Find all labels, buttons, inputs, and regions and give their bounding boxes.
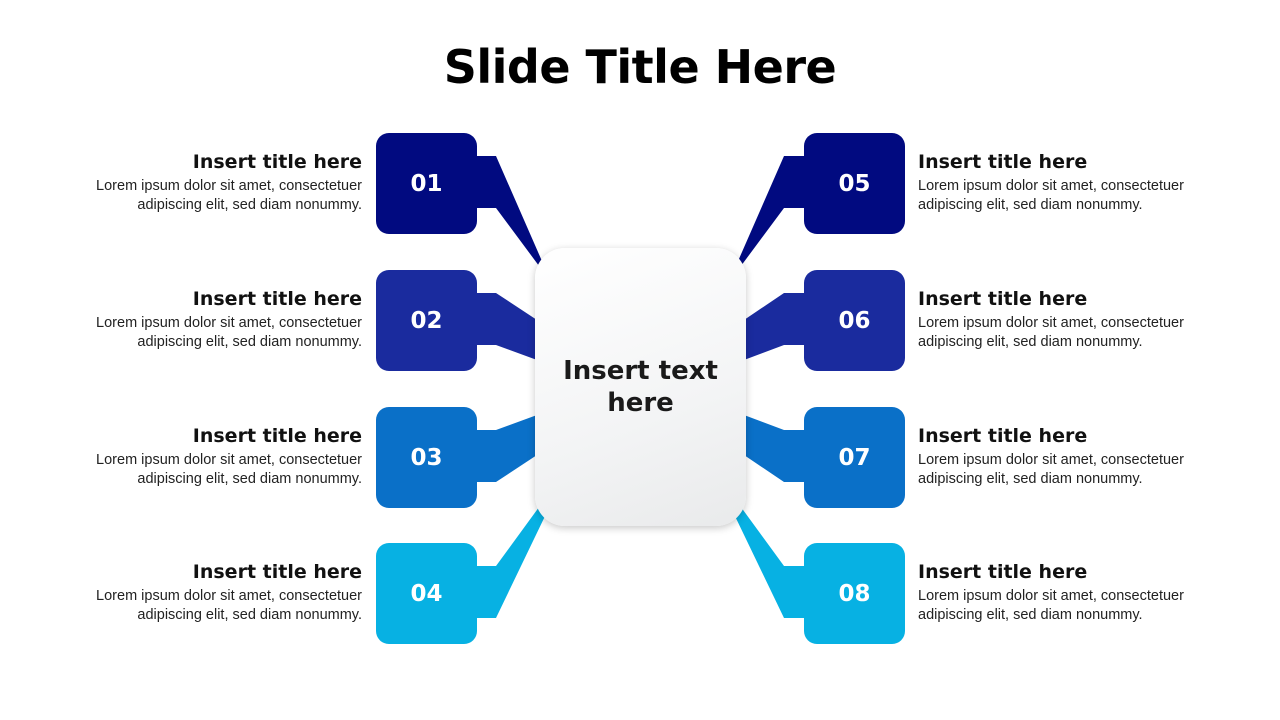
item-title: Insert title here	[918, 288, 1088, 310]
item-body-line-1: Lorem ipsum dolor sit amet, consectetuer	[96, 178, 362, 194]
item-title: Insert title here	[192, 561, 362, 583]
item-body-line-1: Lorem ipsum dolor sit amet, consectetuer	[918, 588, 1184, 604]
item-body-line-1: Lorem ipsum dolor sit amet, consectetuer	[96, 315, 362, 331]
item-body-line-2: adipiscing elit, sed diam nonummy.	[918, 607, 1143, 623]
number-box-03: 03	[376, 407, 477, 508]
item-body-line-2: adipiscing elit, sed diam nonummy.	[918, 197, 1143, 213]
number-box-04: 04	[376, 543, 477, 644]
number-label: 04	[410, 580, 443, 607]
number-label: 03	[410, 444, 443, 471]
item-04: Insert title here Lorem ipsum dolor sit …	[42, 560, 362, 625]
number-box-07: 07	[804, 407, 905, 508]
connector-01	[476, 156, 545, 274]
item-title: Insert title here	[192, 288, 362, 310]
item-title: Insert title here	[918, 561, 1088, 583]
item-body-line-1: Lorem ipsum dolor sit amet, consectetuer	[918, 315, 1184, 331]
number-box-05: 05	[804, 133, 905, 234]
item-title: Insert title here	[192, 151, 362, 173]
number-box-01: 01	[376, 133, 477, 234]
item-title: Insert title here	[918, 151, 1088, 173]
number-box-02: 02	[376, 270, 477, 371]
center-card: Insert text here	[535, 248, 746, 526]
item-06: Insert title here Lorem ipsum dolor sit …	[918, 287, 1238, 352]
center-text: Insert text here	[563, 356, 718, 418]
item-body-line-1: Lorem ipsum dolor sit amet, consectetuer	[918, 178, 1184, 194]
item-body-line-2: adipiscing elit, sed diam nonummy.	[137, 197, 362, 213]
item-body-line-1: Lorem ipsum dolor sit amet, consectetuer	[96, 452, 362, 468]
connector-05	[735, 156, 804, 274]
connector-06	[744, 293, 804, 360]
item-body-line-2: adipiscing elit, sed diam nonummy.	[137, 471, 362, 487]
connector-04	[476, 503, 547, 618]
item-body-line-2: adipiscing elit, sed diam nonummy.	[137, 334, 362, 350]
item-07: Insert title here Lorem ipsum dolor sit …	[918, 424, 1238, 489]
connector-03	[476, 415, 537, 482]
item-body-line-2: adipiscing elit, sed diam nonummy.	[137, 607, 362, 623]
item-01: Insert title here Lorem ipsum dolor sit …	[42, 150, 362, 215]
number-label: 07	[838, 444, 871, 471]
item-body-line-1: Lorem ipsum dolor sit amet, consectetuer	[96, 588, 362, 604]
number-box-08: 08	[804, 543, 905, 644]
slide-title: Slide Title Here	[443, 40, 837, 94]
connector-08	[733, 503, 804, 618]
connector-07	[744, 415, 804, 482]
number-box-06: 06	[804, 270, 905, 371]
number-label: 02	[410, 307, 443, 334]
number-label: 08	[838, 580, 871, 607]
number-label: 06	[838, 307, 871, 334]
item-title: Insert title here	[918, 425, 1088, 447]
item-title: Insert title here	[192, 425, 362, 447]
item-05: Insert title here Lorem ipsum dolor sit …	[918, 150, 1238, 215]
item-body-line-1: Lorem ipsum dolor sit amet, consectetuer	[918, 452, 1184, 468]
item-08: Insert title here Lorem ipsum dolor sit …	[918, 560, 1238, 625]
item-03: Insert title here Lorem ipsum dolor sit …	[42, 424, 362, 489]
connector-02	[476, 293, 537, 360]
number-label: 05	[838, 170, 871, 197]
item-body-line-2: adipiscing elit, sed diam nonummy.	[918, 471, 1143, 487]
number-label: 01	[410, 170, 443, 197]
item-body-line-2: adipiscing elit, sed diam nonummy.	[918, 334, 1143, 350]
item-02: Insert title here Lorem ipsum dolor sit …	[42, 287, 362, 352]
